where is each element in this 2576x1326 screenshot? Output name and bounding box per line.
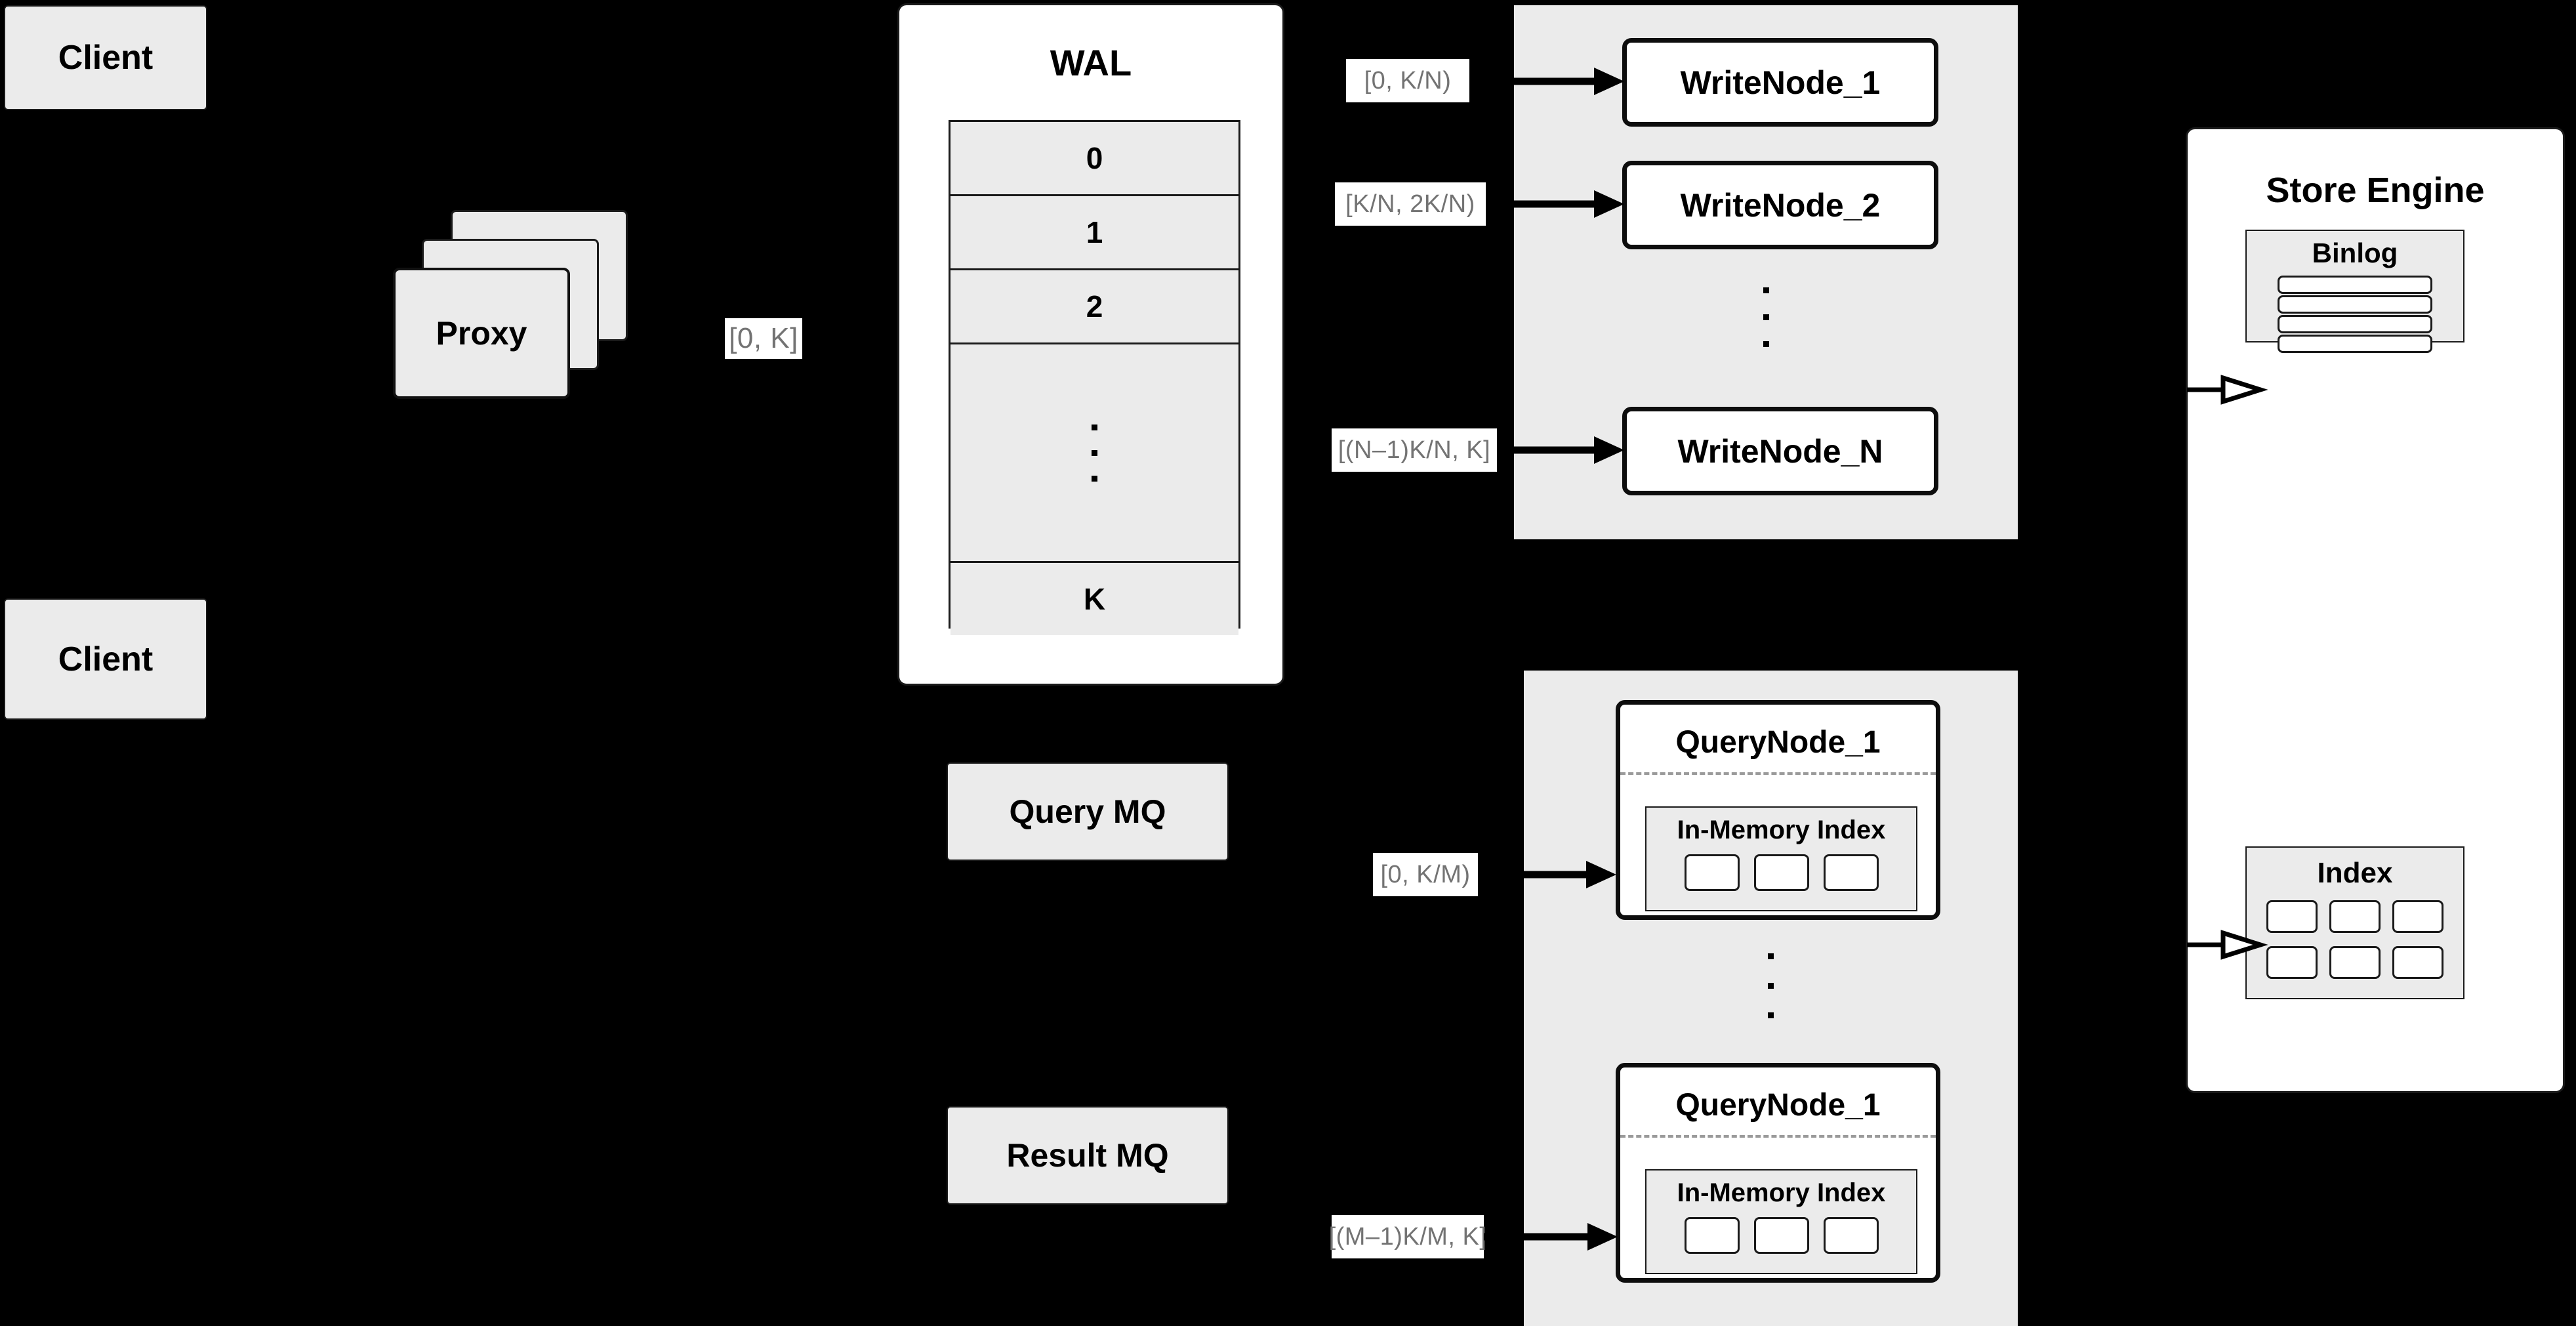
- proxy-label: Proxy: [436, 315, 527, 352]
- write-node-1-label: WriteNode_1: [1680, 64, 1881, 101]
- index-slot-2[interactable]: [2329, 900, 2381, 933]
- query-node-2-label: QueryNode_1: [1675, 1088, 1881, 1123]
- query-node-2-index-slot-3[interactable]: [1823, 1217, 1879, 1254]
- edge-label-proxy-to-wal: [0, K]: [725, 318, 802, 359]
- write-node-n-label: WriteNode_N: [1677, 432, 1883, 470]
- store-engine-panel: Store Engine Binlog Index: [2186, 127, 2565, 1093]
- edge-label-querynode-m: [(M–1)K/M, K]: [1329, 1215, 1486, 1258]
- wal-title: WAL: [1050, 42, 1132, 83]
- wal-row-k[interactable]: K: [951, 563, 1238, 635]
- query-node-1-index-slot-1[interactable]: [1684, 854, 1740, 891]
- index-slot-3[interactable]: [2392, 900, 2443, 933]
- write-node-vertical-ellipsis-icon: [1514, 271, 2018, 363]
- wal-table: 0 1 2 K: [949, 120, 1240, 635]
- arrow-to-write-node-n: [1497, 436, 1624, 464]
- query-node-2[interactable]: QueryNode_1 In-Memory Index: [1616, 1063, 1940, 1283]
- binlog-row-2[interactable]: [2278, 295, 2432, 314]
- binlog-title: Binlog: [2312, 238, 2398, 268]
- client-box-2[interactable]: Client: [4, 598, 207, 720]
- query-node-1-label: QueryNode_1: [1675, 725, 1881, 760]
- query-node-2-index-title: In-Memory Index: [1677, 1178, 1886, 1207]
- index-slot-4[interactable]: [2266, 946, 2318, 979]
- proxy-box[interactable]: Proxy: [393, 268, 570, 399]
- edge-label-text: [0, K]: [729, 322, 798, 354]
- wal-row-ellipsis: [951, 344, 1238, 563]
- query-mq-box[interactable]: Query MQ: [947, 762, 1229, 861]
- wal-panel: WAL 0 1 2 K: [897, 3, 1284, 686]
- index-slot-6[interactable]: [2392, 946, 2443, 979]
- arrow-to-query-node-m: [1484, 1223, 1618, 1251]
- query-node-1-index-slot-3[interactable]: [1823, 854, 1879, 891]
- write-node-2[interactable]: WriteNode_2: [1622, 161, 1938, 249]
- write-node-group: WriteNode_1 WriteNode_2 WriteNode_N: [1514, 5, 2018, 539]
- index-title: Index: [2317, 857, 2393, 889]
- query-node-1-divider: [1620, 772, 1936, 775]
- write-node-1[interactable]: WriteNode_1: [1622, 38, 1938, 127]
- query-node-1[interactable]: QueryNode_1 In-Memory Index: [1616, 700, 1940, 920]
- binlog-row-3[interactable]: [2278, 315, 2432, 333]
- binlog-row-1[interactable]: [2278, 276, 2432, 294]
- query-node-group: QueryNode_1 In-Memory Index QueryNode_1: [1524, 671, 2018, 1326]
- arrow-to-write-node-1: [1469, 68, 1624, 95]
- store-engine-title: Store Engine: [2266, 171, 2485, 210]
- query-node-1-inmemory-index: In-Memory Index: [1645, 806, 1917, 911]
- arrow-to-index: [2187, 930, 2268, 960]
- arrow-to-binlog: [2187, 375, 2268, 405]
- index-slot-5[interactable]: [2329, 946, 2381, 979]
- query-node-2-index-slot-1[interactable]: [1684, 1217, 1740, 1254]
- edge-label-writenode-1: [0, K/N): [1346, 59, 1469, 102]
- arrow-to-write-node-2: [1486, 190, 1624, 218]
- client-label-2: Client: [58, 640, 153, 678]
- wal-row-0[interactable]: 0: [951, 122, 1238, 196]
- query-node-2-index-slot-2[interactable]: [1753, 1217, 1809, 1254]
- client-label-1: Client: [58, 39, 153, 77]
- wal-vertical-ellipsis-icon: [1092, 424, 1097, 482]
- write-node-2-label: WriteNode_2: [1680, 186, 1881, 224]
- index-box: Index: [2245, 846, 2464, 999]
- edge-label-writenode-n: [(N–1)K/N, K]: [1332, 428, 1497, 472]
- binlog-row-4[interactable]: [2278, 335, 2432, 353]
- write-node-n[interactable]: WriteNode_N: [1622, 407, 1938, 495]
- proxy-stack[interactable]: Proxy: [377, 210, 672, 433]
- query-node-1-index-title: In-Memory Index: [1677, 816, 1886, 844]
- edge-label-writenode-2: [K/N, 2K/N): [1335, 182, 1486, 226]
- edge-label-querynode-1: [0, K/M): [1373, 853, 1478, 896]
- result-mq-box[interactable]: Result MQ: [947, 1106, 1229, 1205]
- arrow-to-query-node-1: [1478, 861, 1616, 888]
- client-box-1[interactable]: Client: [4, 5, 207, 110]
- result-mq-label: Result MQ: [1006, 1137, 1169, 1174]
- index-slot-1[interactable]: [2266, 900, 2318, 933]
- query-node-2-divider: [1620, 1135, 1936, 1138]
- query-node-vertical-ellipsis-icon: [1524, 936, 2018, 1035]
- query-node-1-index-slot-2[interactable]: [1753, 854, 1809, 891]
- query-node-2-inmemory-index: In-Memory Index: [1645, 1169, 1917, 1274]
- binlog-box: Binlog: [2245, 230, 2464, 353]
- query-mq-label: Query MQ: [1009, 793, 1166, 830]
- wal-row-2[interactable]: 2: [951, 270, 1238, 344]
- wal-row-1[interactable]: 1: [951, 196, 1238, 270]
